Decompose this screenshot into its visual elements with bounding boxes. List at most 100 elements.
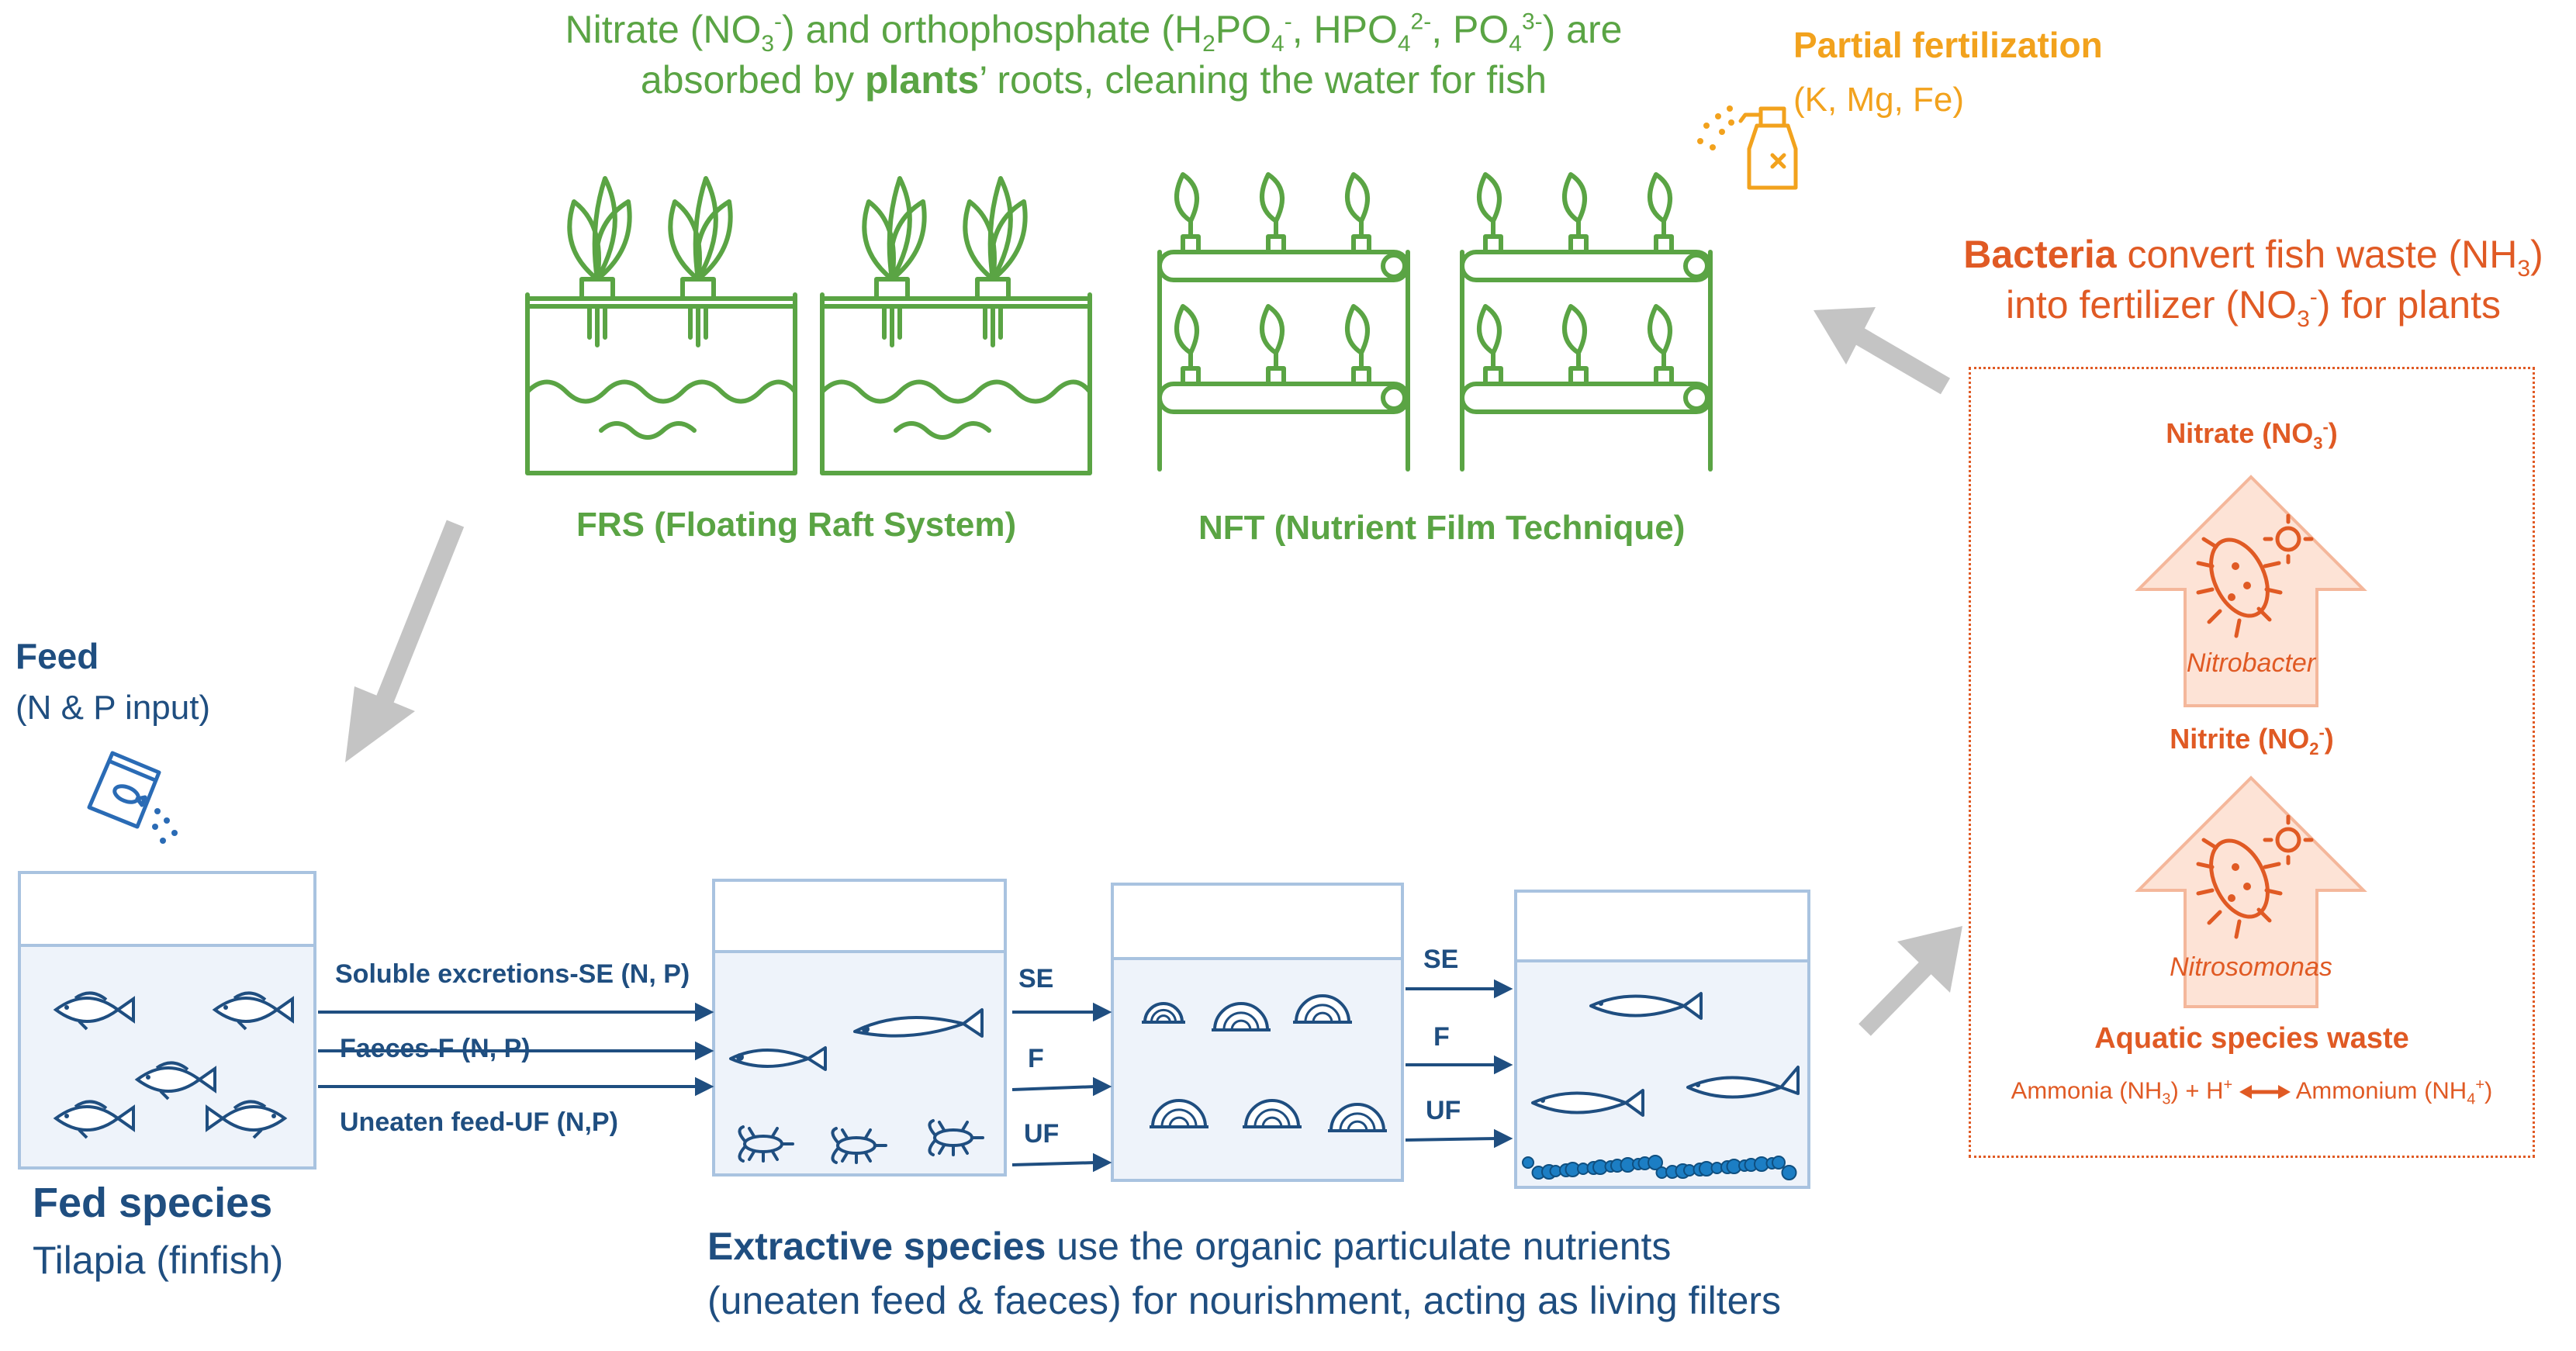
flow-arrows-tank2-to-tank3: [1011, 1002, 1112, 1173]
nft-label: NFT (Nutrient Film Technique): [1198, 509, 1686, 547]
raft-plant-icon: [668, 176, 733, 347]
feed-pellet: [1522, 1156, 1534, 1169]
superscript: 2-: [1410, 9, 1432, 35]
text-fragment: Ammonia (NH: [2011, 1076, 2163, 1104]
tank-water-surface: [21, 874, 313, 947]
raft-plant-icon: [567, 176, 632, 347]
nft-seedling-icon: [1477, 304, 1503, 386]
flow-arrows-fed-to-extractive: [318, 1002, 714, 1097]
feed-title: Feed: [16, 636, 99, 676]
tank-water-surface: [1517, 893, 1807, 962]
subscript: 2: [1202, 31, 1215, 57]
extractive-species-text: Extractive species use the organic parti…: [707, 1219, 1781, 1328]
partial-fertilization-detail: (K, Mg, Fe): [1793, 81, 1965, 119]
subscript: 3: [2313, 434, 2323, 454]
tilapia-fish-icon: [134, 1061, 216, 1100]
subscript: 3: [761, 31, 775, 57]
subscript: 4: [2467, 1090, 2476, 1108]
superscript: -: [2309, 283, 2318, 309]
flow-label-f-full: Faeces-F (N, P): [340, 1034, 531, 1063]
nft-seedling-icon: [1648, 304, 1674, 386]
feed-pellet: [1781, 1165, 1797, 1180]
bacteria-bold: Bacteria: [1963, 233, 2117, 276]
text-fragment: use the organic particulate nutrients: [1046, 1225, 1672, 1268]
text-fragment: ): [2484, 1076, 2493, 1104]
subscript: 4: [1271, 31, 1285, 57]
text-fragment: ) and orthophosphate (H: [782, 8, 1203, 51]
superscript: -: [2318, 723, 2325, 742]
nitrate-label: Nitrate (NO3-): [1969, 417, 2535, 453]
subscript: 3: [2517, 256, 2531, 282]
text-fragment: , HPO: [1291, 8, 1398, 51]
text-fragment: , PO: [1431, 8, 1509, 51]
text-fragment: Nitrate (NO: [2166, 417, 2314, 449]
text-fragment: (uneaten feed & faeces) for nourishment,…: [707, 1279, 1782, 1322]
flow-label-uf-2: UF: [1426, 1096, 1461, 1125]
nitrite-label: Nitrite (NO2-): [1969, 723, 2535, 758]
aquatic-waste-title: Aquatic species waste: [2094, 1022, 2409, 1055]
nitrobacter-up-arrow: [2135, 475, 2367, 707]
superscript: -: [1284, 9, 1292, 35]
bivalve-shell-icon: [1293, 994, 1352, 1024]
extractive-tank-mullet-pellets: [1514, 890, 1810, 1189]
bivalves: [1142, 994, 1387, 1132]
text-fragment: Ammonium (NH: [2295, 1076, 2467, 1104]
partial-fertilization-title: Partial fertilization: [1793, 25, 2103, 65]
nitrobacter-label: Nitrobacter: [2186, 648, 2316, 678]
nft-seedling-icon: [1260, 172, 1286, 254]
fed-species-title: Fed species: [33, 1180, 273, 1226]
flow-label-uf: UF: [1024, 1119, 1060, 1149]
tilapia-fish-group: [53, 991, 294, 1139]
nft-seedling-icon: [1174, 172, 1201, 254]
text-fragment: Nitrate (NO: [565, 8, 762, 51]
text-fragment: absorbed by: [640, 57, 865, 102]
feed-pellet: [1648, 1155, 1663, 1170]
flow-label-f-2: F: [1433, 1022, 1450, 1052]
bivalve-shell-icon: [1150, 1099, 1208, 1128]
plants-bold: plants: [865, 57, 980, 102]
flow-label-f: F: [1028, 1044, 1044, 1073]
plants-absorption-text: Nitrate (NO3-) and orthophosphate (H2PO4…: [496, 8, 1691, 102]
fish-and-crustaceans: [729, 1008, 984, 1164]
feed-pellet: [1772, 1156, 1786, 1170]
bacteria-box: [1969, 367, 2535, 1158]
tilapia-fish-icon: [206, 1100, 288, 1139]
text-fragment: ) + H: [2170, 1076, 2224, 1104]
text-fragment: PO: [1215, 8, 1272, 51]
feed-detail: (N & P input): [16, 689, 211, 727]
raft-plant-icon: [862, 176, 927, 347]
nft-seedling-icon: [1174, 304, 1201, 386]
subscript: 4: [1397, 31, 1411, 57]
tilapia-fish-icon: [53, 991, 135, 1031]
nitrosomonas-up-arrow: [2135, 776, 2367, 1008]
subscript: 3: [2162, 1090, 2171, 1108]
nft-seedling-icon: [1345, 304, 1371, 386]
text-fragment: Nitrite (NO: [2170, 723, 2310, 755]
tilapia-fish-icon: [212, 991, 294, 1031]
text-fragment: ) are: [1542, 8, 1623, 51]
subscript: 3: [2297, 306, 2310, 332]
crayfish-icon: [928, 1119, 984, 1156]
extractive-tank-bivalves: [1111, 883, 1404, 1182]
text-fragment: convert fish waste (NH: [2116, 233, 2518, 276]
bivalve-shell-icon: [1328, 1103, 1387, 1132]
extractive-tank-shrimp-fish: [712, 879, 1007, 1177]
nft-seedling-icon: [1562, 304, 1589, 386]
nft-seedling-icon: [1562, 172, 1589, 254]
tank-water-surface: [1114, 886, 1401, 960]
arrow-plants-to-feed: [345, 520, 465, 762]
flow-arrows-tank3-to-tank4: [1405, 979, 1513, 1149]
crayfish-icon: [831, 1127, 887, 1164]
superscript: 3-: [1521, 9, 1543, 35]
nutrient-film-technique-icon: [1157, 172, 1713, 472]
floating-raft-system-icon: [525, 176, 1092, 475]
text-fragment: ): [2324, 723, 2334, 755]
bivalve-shell-icon: [1243, 1099, 1302, 1128]
nft-seedling-icon: [1345, 172, 1371, 254]
spray-bottle-icon: [1697, 105, 1798, 190]
double-arrow-icon: [2239, 1085, 2291, 1100]
raft-plant-icon: [963, 176, 1028, 347]
feed-bag-icon: [87, 751, 178, 844]
flow-label-se: SE: [1018, 964, 1054, 993]
superscript: +: [2223, 1076, 2233, 1094]
